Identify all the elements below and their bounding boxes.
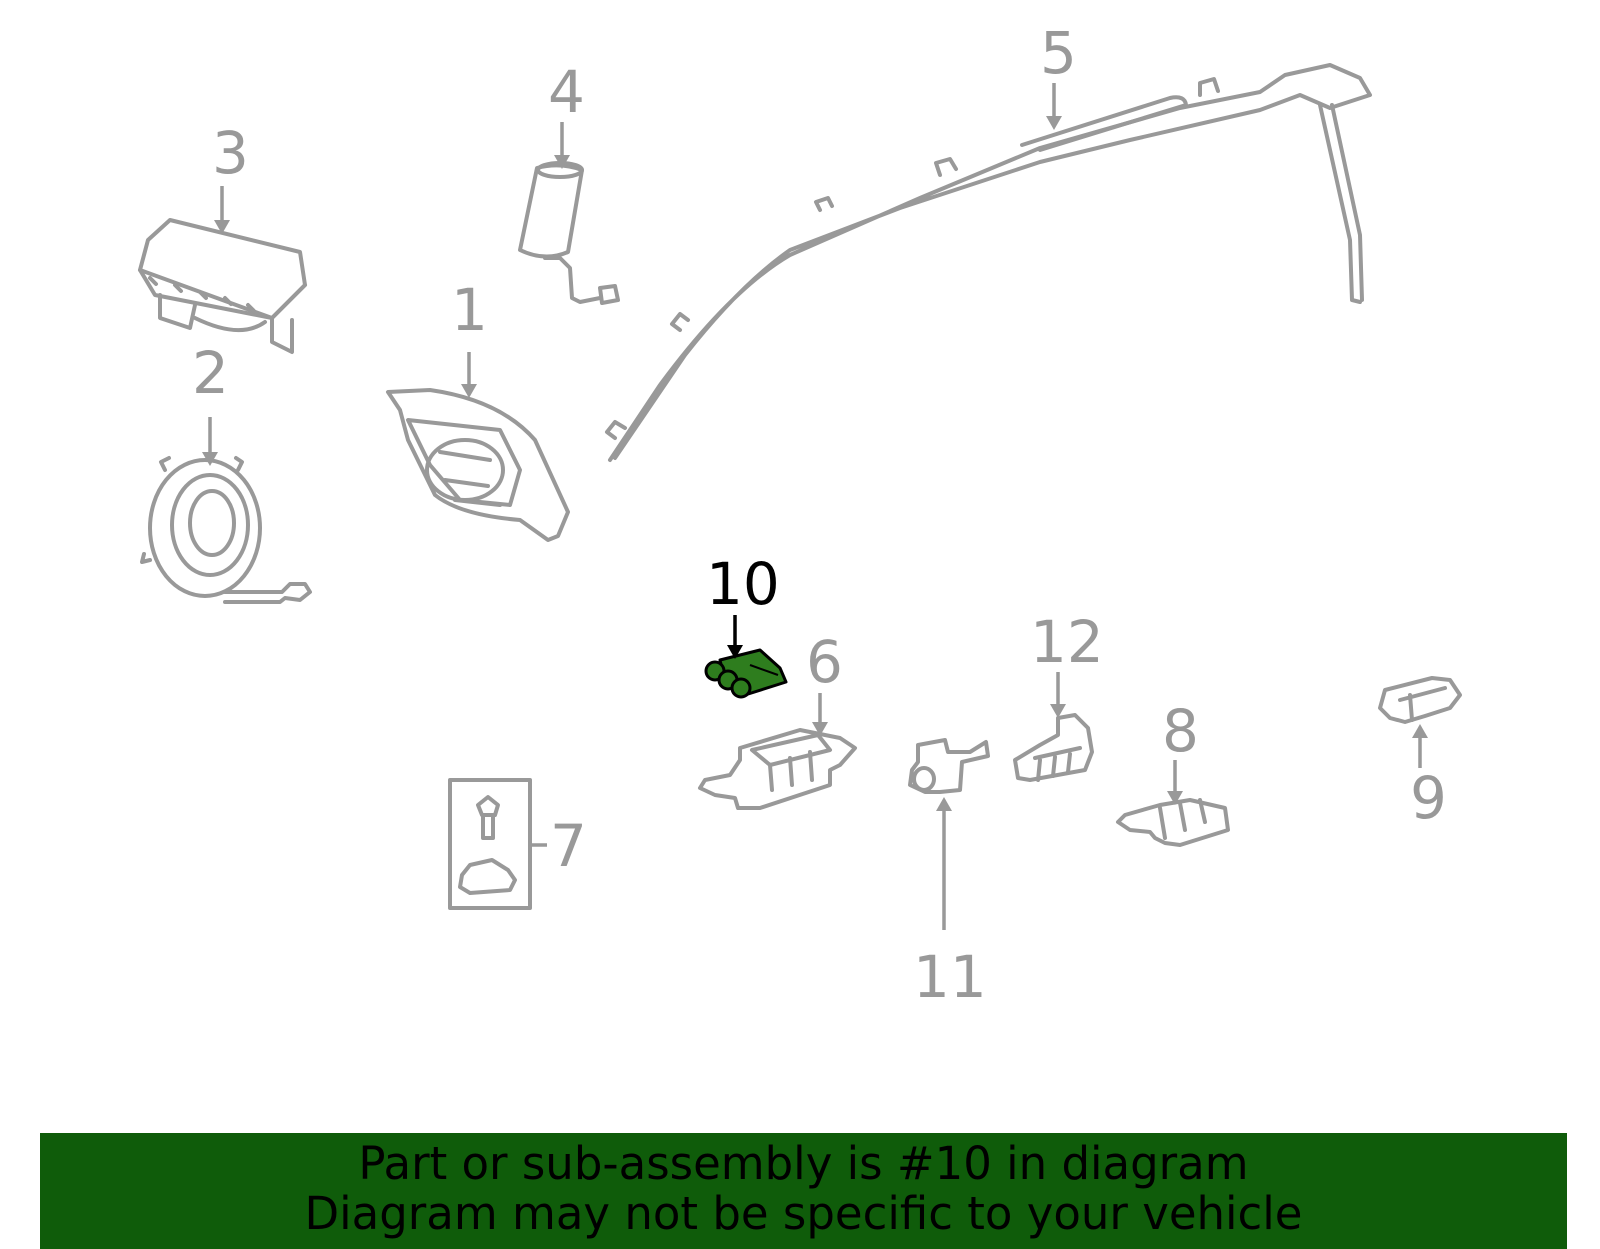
part-7-drawing xyxy=(448,778,547,910)
part-9-drawing xyxy=(1378,676,1462,724)
callout-12[interactable]: 12 xyxy=(1030,608,1104,676)
part-8-drawing xyxy=(1116,798,1230,847)
arrow-6 xyxy=(812,722,828,736)
arrow-9 xyxy=(1412,724,1428,738)
arrow-4 xyxy=(554,155,570,169)
arrow-1 xyxy=(461,384,477,398)
callout-9[interactable]: 9 xyxy=(1410,764,1447,832)
arrow-5 xyxy=(1046,116,1062,130)
callout-8[interactable]: 8 xyxy=(1162,697,1199,765)
callout-1[interactable]: 1 xyxy=(451,276,488,344)
arrow-12 xyxy=(1050,704,1066,718)
callout-11[interactable]: 11 xyxy=(913,943,987,1011)
callout-3[interactable]: 3 xyxy=(212,119,249,187)
callout-6[interactable]: 6 xyxy=(806,628,843,696)
part-4-drawing xyxy=(518,161,620,305)
part-3-drawing xyxy=(138,218,307,354)
part-6-drawing xyxy=(698,728,857,810)
arrow-10 xyxy=(727,645,743,659)
part-5-drawing xyxy=(605,63,1372,462)
callout-2[interactable]: 2 xyxy=(192,339,229,407)
part-12-drawing xyxy=(1013,713,1094,782)
arrow-2 xyxy=(202,452,218,466)
banner-disclaimer: Diagram may not be specific to your vehi… xyxy=(304,1187,1303,1240)
info-banner: Part or sub-assembly is #10 in diagram D… xyxy=(40,1133,1567,1249)
arrow-3 xyxy=(214,220,230,234)
part-10-drawing xyxy=(704,648,788,699)
arrow-11 xyxy=(936,797,952,811)
callout-4[interactable]: 4 xyxy=(548,58,585,126)
part-1-drawing xyxy=(386,388,570,542)
part-11-drawing xyxy=(908,738,990,794)
banner-part-note: Part or sub-assembly is #10 in diagram xyxy=(358,1137,1249,1190)
callout-7[interactable]: 7 xyxy=(550,812,587,880)
callout-10[interactable]: 10 xyxy=(706,550,780,618)
callout-5[interactable]: 5 xyxy=(1040,19,1077,87)
part-2-drawing xyxy=(140,456,312,604)
arrow-8 xyxy=(1167,791,1183,805)
